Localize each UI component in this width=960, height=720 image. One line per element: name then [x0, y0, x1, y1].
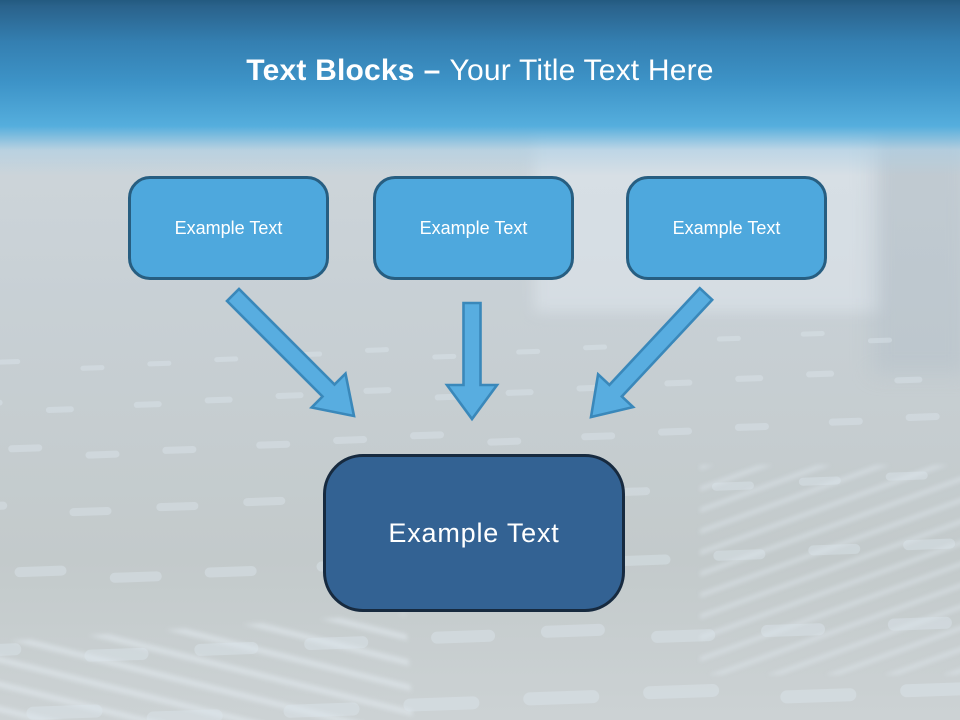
text-block-top-3[interactable]: Example Text [626, 176, 827, 280]
background-seat-streaks-right [700, 465, 960, 675]
arrow-down-right-icon [225, 287, 356, 418]
text-block-top-2-label: Example Text [419, 217, 528, 238]
text-block-top-1-label: Example Text [174, 217, 283, 238]
text-block-bottom[interactable]: Example Text [323, 454, 625, 612]
text-block-top-2[interactable]: Example Text [373, 176, 574, 280]
title-dash: – [423, 54, 441, 87]
text-block-top-1[interactable]: Example Text [128, 176, 329, 280]
title-bold-text: Text Blocks [246, 54, 415, 87]
title-regular-text: Your Title Text Here [449, 54, 714, 87]
text-block-bottom-label: Example Text [388, 517, 560, 548]
arrow-down-icon [444, 301, 500, 422]
slide-title: Text Blocks–Your Title Text Here [0, 54, 960, 88]
title-bar [0, 0, 960, 178]
text-block-top-3-label: Example Text [672, 217, 781, 238]
arrow-down-left-icon [589, 286, 715, 419]
